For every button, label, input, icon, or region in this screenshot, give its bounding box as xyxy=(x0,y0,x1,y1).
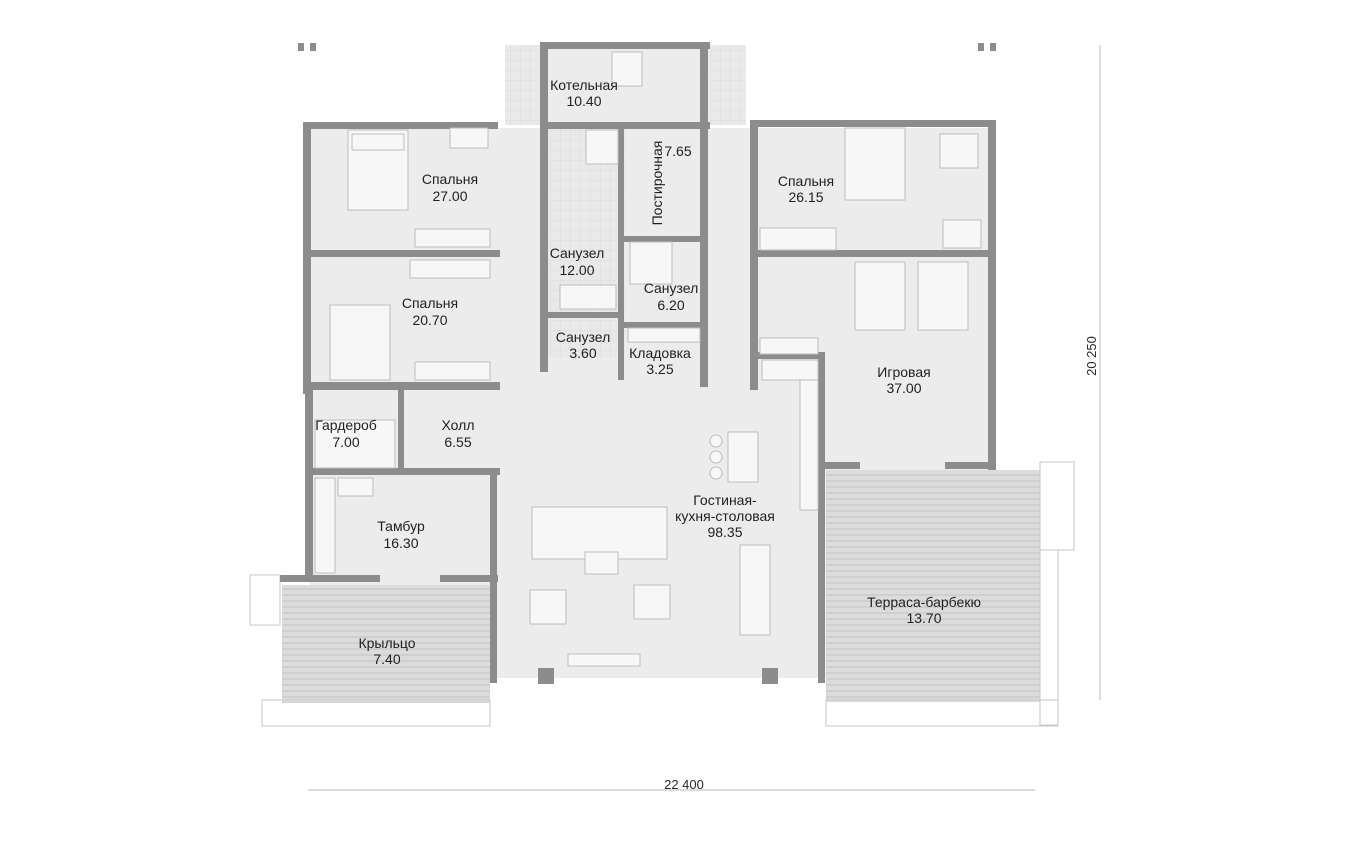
room-name: Санузел xyxy=(644,280,699,296)
room-name: Спальня xyxy=(402,295,458,311)
room-area: 16.30 xyxy=(383,535,418,551)
room-labels: Котельная 10.40 Спальня 27.00 Постирочна… xyxy=(315,77,981,667)
room-area: 7.40 xyxy=(373,651,400,667)
room-name: Крыльцо xyxy=(358,635,415,651)
furniture xyxy=(308,45,1101,791)
room-area: 3.60 xyxy=(569,345,596,361)
room-name: Игровая xyxy=(877,364,930,380)
room-area: 98.35 xyxy=(707,524,742,540)
room-name: Тамбур xyxy=(377,518,425,534)
room-name: кухня-столовая xyxy=(675,508,775,524)
room-area: 6.55 xyxy=(444,434,471,450)
room-area: 7.65 xyxy=(664,143,691,159)
room-area: 37.00 xyxy=(886,380,921,396)
room-area: 6.20 xyxy=(657,297,684,313)
room-name: Гардероб xyxy=(315,417,377,433)
room-area: 13.70 xyxy=(906,610,941,626)
room-name: Котельная xyxy=(550,77,618,93)
height-dimension: 20 250 xyxy=(1084,336,1099,376)
room-name: Санузел xyxy=(556,329,611,345)
room-name: Холл xyxy=(442,417,475,433)
room-name: Спальня xyxy=(422,171,478,187)
room-name: Кладовка xyxy=(629,345,691,361)
room-name: Спальня xyxy=(778,173,834,189)
room-area: 20.70 xyxy=(412,312,447,328)
room-area: 26.15 xyxy=(788,189,823,205)
room-name: Терраса-барбекю xyxy=(867,594,981,610)
room-name: Санузел xyxy=(550,245,605,261)
room-area: 10.40 xyxy=(566,93,601,109)
room-name: Постирочная xyxy=(649,141,665,226)
room-area: 3.25 xyxy=(646,361,673,377)
room-area: 12.00 xyxy=(559,262,594,278)
room-name: Гостиная- xyxy=(693,492,757,508)
room-area: 7.00 xyxy=(332,434,359,450)
walls xyxy=(280,42,996,684)
width-dimension: 22 400 xyxy=(664,777,704,792)
room-area: 27.00 xyxy=(432,188,467,204)
deck-areas xyxy=(249,461,1075,727)
